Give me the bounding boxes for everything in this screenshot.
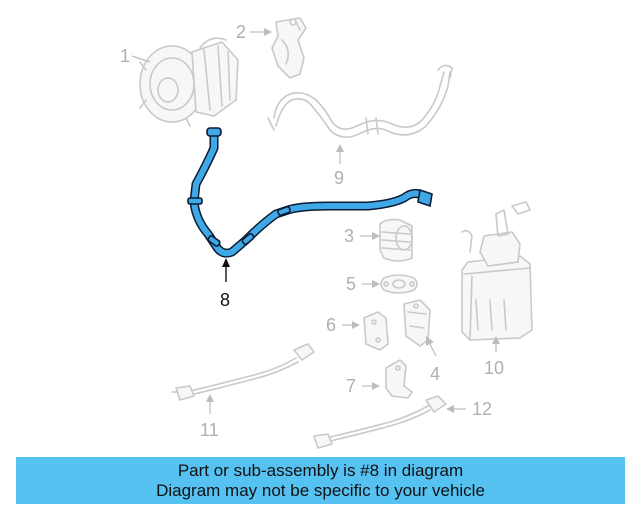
callout-3: 3 [344,226,354,246]
part-8-hose[interactable] [187,127,433,258]
part-7-bracket[interactable] [385,359,413,399]
callout-6: 6 [326,315,336,335]
callout-8: 8 [220,290,230,310]
callout-7: 7 [346,376,356,396]
callout-4: 4 [430,364,440,384]
callout-10: 10 [484,358,504,378]
part-11-oxygen-sensor[interactable] [171,343,315,401]
banner-line-1: Part or sub-assembly is #8 in diagram [177,460,464,480]
part-10-canister[interactable] [461,201,533,341]
callout-2: 2 [236,22,246,42]
part-1-air-pump[interactable] [139,37,239,127]
part-2-bracket[interactable] [271,17,307,79]
callout-9: 9 [334,168,344,188]
part-6-plate[interactable] [363,311,389,351]
callout-12: 12 [472,399,492,419]
banner-line-2: Diagram may not be specific to your vehi… [156,480,485,500]
part-12-oxygen-sensor[interactable] [313,395,447,449]
part-5-gasket[interactable] [380,274,418,294]
part-9-hose[interactable] [267,64,453,138]
info-banner: Part or sub-assembly is #8 in diagram Di… [16,457,625,504]
callout-1: 1 [120,46,130,66]
part-3-coupler[interactable] [379,218,413,262]
callout-11: 11 [200,420,219,440]
callout-5: 5 [346,274,356,294]
